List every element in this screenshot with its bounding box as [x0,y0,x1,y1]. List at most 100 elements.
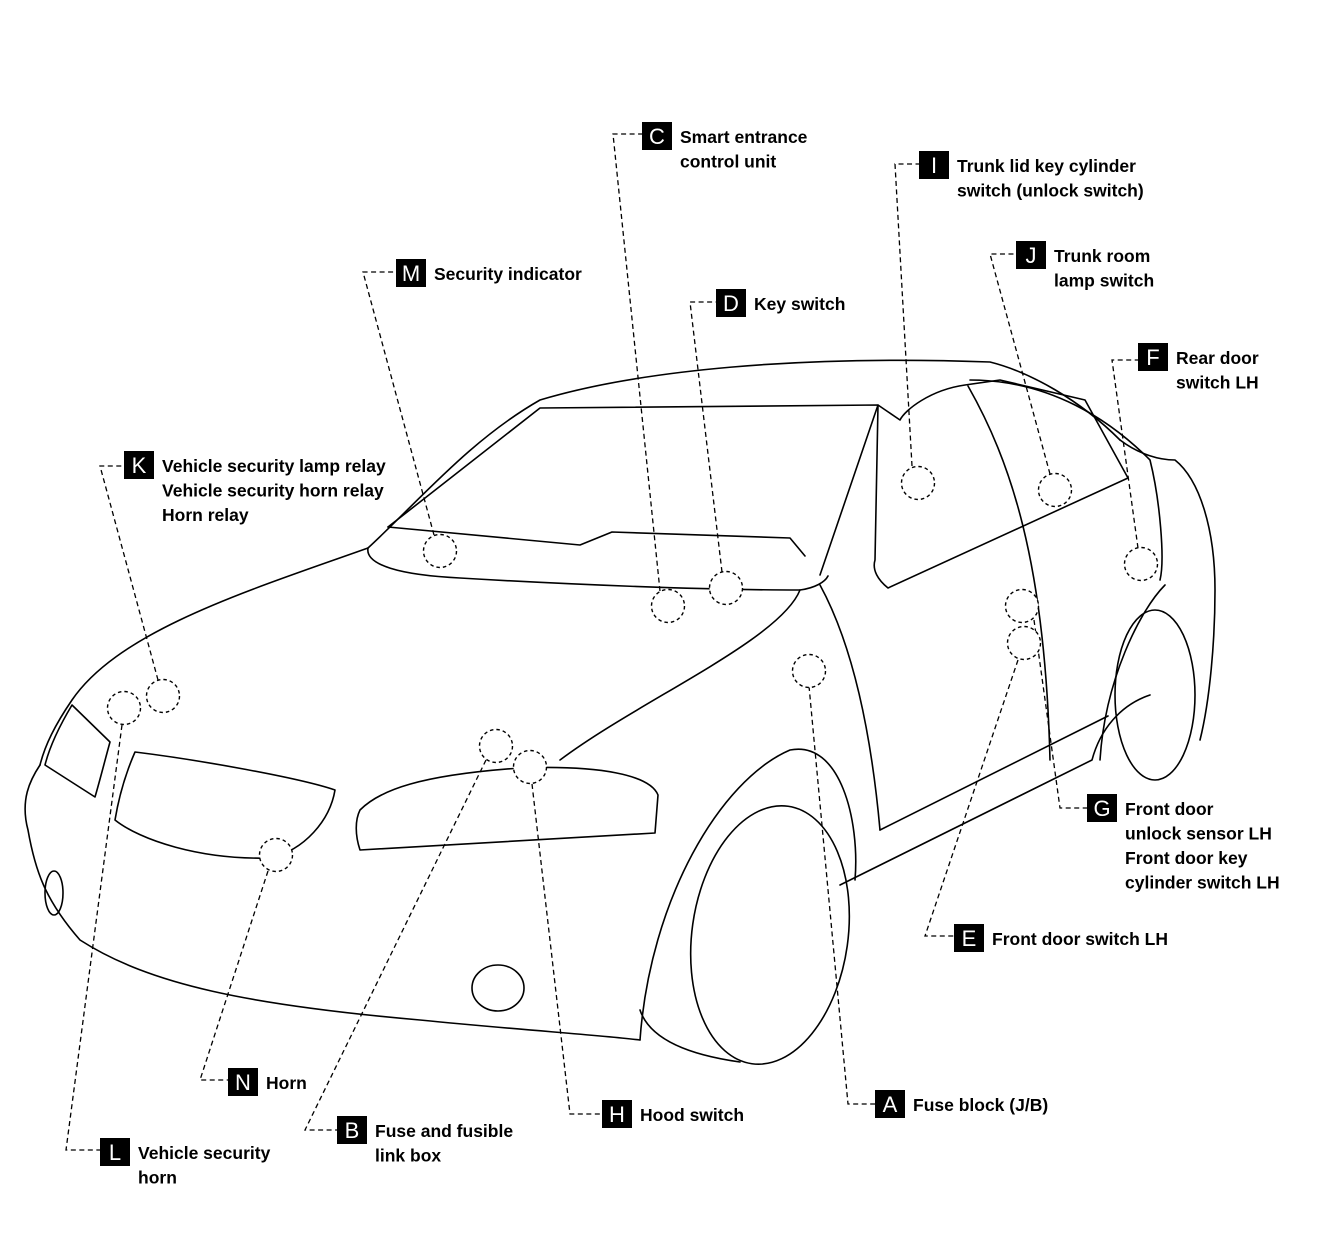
callout-n: N Horn [228,1068,307,1096]
badge-a [875,1090,905,1118]
label-n-line-1: Horn [266,1073,307,1093]
fog-light-right [471,964,525,1012]
badge-letter-c: C [649,124,665,149]
badge-letter-d: D [723,291,739,316]
callout-d: D Key switch [716,289,845,317]
sill [879,715,1109,831]
roof-rail [969,379,1163,581]
callout-f: F Rear door switch LH [1138,343,1259,393]
location-marker-i [900,465,936,501]
badge-h [602,1100,632,1128]
badge-letter-n: N [235,1070,251,1095]
leader-line-k [99,465,159,681]
badge-d [716,289,746,317]
location-marker-a [791,653,827,689]
windshield [387,404,879,576]
leader-line-b [303,759,487,1131]
front-wheel [689,805,851,1065]
callout-l: L Vehicle security horn [100,1138,271,1188]
location-marker-e [1006,625,1042,661]
label-b-line-1: Fuse and fusible [375,1121,513,1141]
label-l-line-2: horn [138,1168,177,1188]
badge-e [954,924,984,952]
label-g-line-1: Front door [1125,799,1214,819]
fog-light-left [44,870,64,916]
front-door-window [873,379,1129,589]
location-marker-h [512,749,548,785]
badge-b [337,1116,367,1144]
label-g-line-3: Front door key [1125,848,1248,868]
label-f-line-2: switch LH [1176,373,1259,393]
badge-letter-m: M [402,261,420,286]
leader-line-f [1111,359,1139,549]
hood-outline [367,547,829,591]
roof-outline [367,359,1121,549]
label-k-line-1: Vehicle security lamp relay [162,456,386,476]
badge-letter-l: L [109,1140,121,1165]
leader-line-g [1033,619,1087,809]
rear-wheel-arch [1099,584,1166,761]
location-marker-c [650,588,686,624]
leader-line-e [924,659,1019,937]
leader-line-d [689,301,723,573]
badge-letter-k: K [132,453,147,478]
leader-line-n [199,870,269,1081]
label-g-line-2: unlock sensor LH [1125,824,1272,844]
label-f-line-1: Rear door [1176,348,1259,368]
callout-m: M Security indicator [396,259,582,287]
label-d-line-1: Key switch [754,294,845,314]
badge-letter-f: F [1146,345,1159,370]
leader-line-l [65,724,123,1151]
leader-line-h [531,783,602,1115]
label-j-line-2: lamp switch [1054,271,1154,291]
front-left-body [39,547,369,766]
location-marker-l [106,690,142,726]
label-m-line-1: Security indicator [434,264,582,284]
car-outline [24,359,1216,1065]
label-k-line-2: Vehicle security horn relay [162,481,384,501]
label-l-line-1: Vehicle security [138,1143,271,1163]
badge-l [100,1138,130,1166]
location-marker-f [1123,546,1159,582]
label-i-line-1: Trunk lid key cylinder [957,156,1136,176]
location-marker-m [422,533,458,569]
badge-f [1138,343,1168,371]
label-g-line-4: cylinder switch LH [1125,873,1280,893]
location-marker-d [708,570,744,606]
location-marker-b [478,728,514,764]
rocker [839,694,1151,886]
leader-line-a [808,685,875,1105]
location-marker-g [1004,588,1040,624]
badge-m [396,259,426,287]
location-marker-n [258,837,294,873]
badge-letter-i: I [931,153,937,178]
leader-line-i [894,163,919,467]
callout-a: A Fuse block (J/B) [875,1090,1048,1118]
rear-wheel [1114,609,1196,781]
label-e-line-1: Front door switch LH [992,929,1168,949]
badge-i [919,151,949,179]
badge-c [642,122,672,150]
label-a-line-1: Fuse block (J/B) [913,1095,1048,1115]
location-marker-j [1037,472,1073,508]
badge-letter-b: B [345,1118,360,1143]
front-wheel-arch [639,748,857,1041]
leader-line-c [612,133,661,592]
label-k-line-3: Horn relay [162,505,249,525]
b-pillar [967,385,1051,761]
badge-g [1087,794,1117,822]
cowl-line [387,526,806,557]
badge-n [228,1068,258,1096]
badge-letter-a: A [883,1092,898,1117]
leader-lines [65,133,1139,1151]
rear-body [1119,439,1216,741]
